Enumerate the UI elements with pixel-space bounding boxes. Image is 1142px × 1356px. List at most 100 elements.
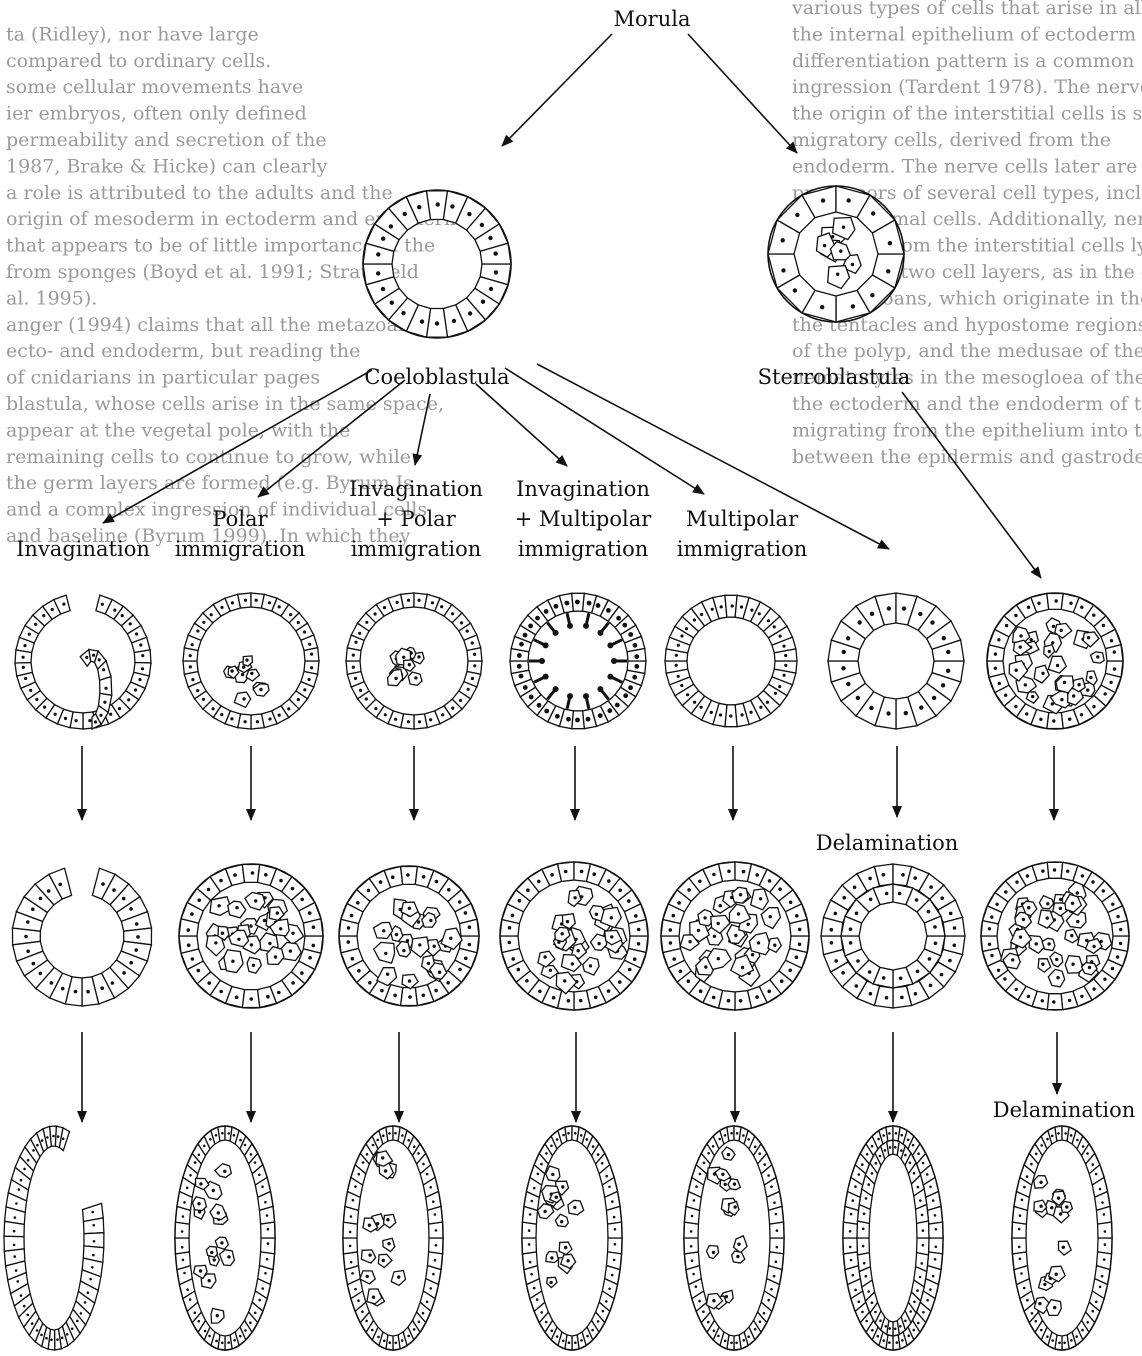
nucleus [894, 1146, 897, 1149]
nucleus [605, 1175, 608, 1178]
nucleus [562, 1340, 565, 1343]
nucleus [849, 941, 853, 945]
nucleus [427, 962, 430, 965]
nucleus [489, 287, 493, 291]
nucleus [879, 1319, 882, 1322]
nucleus [31, 1322, 34, 1325]
nucleus [198, 1154, 201, 1157]
nucleus [245, 658, 248, 661]
nucleus [1041, 672, 1044, 675]
background-text-line: migratory cells, derived from the [792, 129, 1111, 151]
nucleus [111, 981, 115, 985]
nucleus [543, 1210, 546, 1213]
nucleus [135, 922, 139, 926]
nucleus [555, 714, 560, 719]
nucleus [103, 701, 106, 704]
nucleus [51, 608, 54, 611]
nucleus [849, 1230, 852, 1233]
nucleus [902, 606, 906, 610]
background-text-line: remaining cells to continue to grow, whi… [6, 446, 411, 468]
nucleus [242, 665, 245, 668]
background-text-line: between the epidermis and gastrodermis [792, 446, 1142, 468]
nucleus [632, 675, 637, 680]
nucleus [135, 632, 138, 635]
background-text-line: the ectoderm and the endoderm of the pol… [792, 393, 1142, 415]
nucleus [1092, 945, 1095, 948]
nucleus [197, 898, 201, 902]
nucleus [261, 1287, 264, 1290]
nucleus [1015, 988, 1018, 991]
nucleus [862, 1228, 865, 1231]
nucleus [389, 224, 393, 228]
label-polar-immigration-2: immigration [175, 537, 306, 561]
nucleus [1113, 650, 1116, 653]
nucleus [1037, 602, 1040, 605]
nucleus [447, 888, 451, 892]
nucleus [913, 1329, 916, 1332]
nucleus [15, 1269, 18, 1272]
nucleus [220, 1241, 223, 1244]
nucleus [567, 623, 573, 629]
nucleus [713, 1330, 716, 1333]
nucleus [418, 943, 421, 946]
nucleus [279, 927, 282, 930]
nucleus [451, 612, 454, 615]
nucleus [207, 888, 211, 892]
nucleus [1046, 1335, 1049, 1338]
nucleus [550, 1256, 553, 1259]
nucleus [922, 1244, 925, 1247]
label-delamination-mid: Delamination [816, 831, 959, 855]
nucleus [109, 713, 112, 716]
nucleus [227, 1255, 230, 1258]
nucleus [919, 705, 923, 709]
nucleus [766, 701, 769, 704]
nucleus [386, 1218, 389, 1221]
nucleus [394, 1132, 397, 1135]
nucleus [366, 1275, 369, 1278]
label-invag-polar-3: immigration [351, 537, 482, 561]
nucleus [734, 934, 737, 937]
nucleus [782, 645, 785, 648]
label-coeloblastula: Coeloblastula [364, 365, 509, 389]
row2-solid [981, 862, 1129, 1010]
nucleus [181, 1230, 184, 1233]
cell [175, 1222, 189, 1238]
nucleus [300, 971, 304, 975]
nucleus [580, 1134, 583, 1137]
nucleus [852, 1199, 855, 1202]
nucleus [460, 621, 463, 624]
nucleus [26, 920, 30, 924]
nucleus [870, 293, 874, 297]
nucleus [112, 888, 116, 892]
nucleus [20, 1294, 23, 1297]
nucleus [789, 901, 793, 905]
nucleus [249, 1321, 252, 1324]
nucleus [1092, 614, 1095, 617]
nucleus [898, 892, 902, 896]
nucleus [27, 1159, 30, 1162]
nucleus [43, 706, 46, 709]
nucleus [731, 604, 734, 607]
nucleus [1021, 1199, 1024, 1202]
nucleus [1030, 1163, 1033, 1166]
nucleus [1071, 963, 1074, 966]
nucleus [61, 1337, 64, 1340]
nucleus [608, 1288, 611, 1291]
background-text-line: of cnidarians in particular pages [6, 367, 320, 389]
nucleus [602, 1310, 605, 1313]
nucleus [734, 1205, 737, 1208]
nucleus [538, 990, 542, 994]
nucleus [692, 1273, 695, 1276]
nucleus [545, 1152, 548, 1155]
nucleus [942, 636, 946, 640]
nucleus [719, 713, 722, 716]
nucleus [607, 989, 611, 993]
nucleus [707, 1321, 710, 1324]
cell [522, 1238, 536, 1254]
nucleus [637, 928, 641, 932]
nucleus [347, 926, 351, 930]
nucleus [26, 1314, 29, 1317]
nucleus [1041, 963, 1044, 966]
nucleus [217, 1211, 220, 1214]
